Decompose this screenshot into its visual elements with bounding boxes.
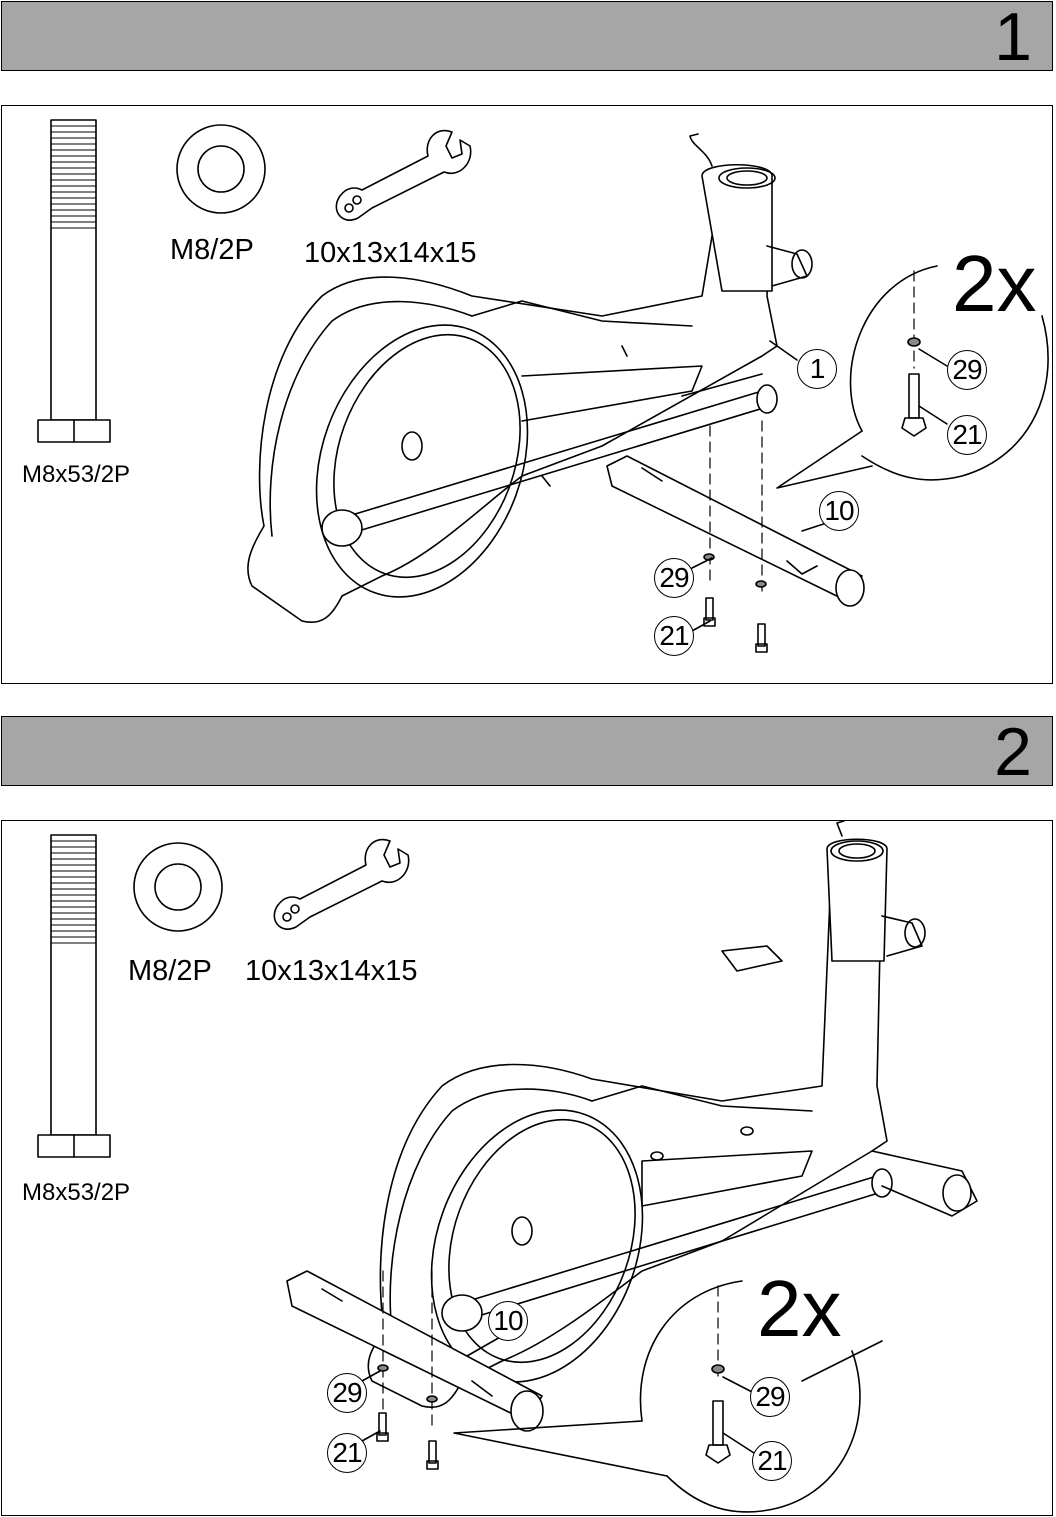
detail-bubble bbox=[776, 265, 1049, 489]
step-2-number: 2 bbox=[994, 714, 1032, 790]
detail-bubble bbox=[453, 1280, 861, 1513]
bolt-label: M8x53/2P bbox=[22, 1179, 131, 1206]
step-1-panel: M8x53/2P M8/2P 10x13x14x15 2x 1 10 29 21… bbox=[1, 105, 1053, 684]
multiplier-label: 2x bbox=[952, 239, 1037, 328]
bolt-icon bbox=[37, 119, 111, 443]
callout-detail-bolt: 21 bbox=[947, 415, 987, 455]
callout-frame: 1 bbox=[797, 349, 837, 389]
stabilizer-icon bbox=[286, 1270, 544, 1470]
callout-detail-bolt: 21 bbox=[752, 1441, 792, 1481]
callout-bolt: 21 bbox=[327, 1433, 367, 1473]
wrench-label: 10x13x14x15 bbox=[245, 955, 418, 987]
wrench-icon bbox=[273, 838, 410, 930]
stabilizer-icon bbox=[606, 420, 865, 653]
step-2-illustration bbox=[37, 820, 978, 1513]
washer-icon bbox=[176, 124, 266, 214]
callout-bolt: 21 bbox=[654, 616, 694, 656]
callout-stabilizer: 10 bbox=[819, 491, 859, 531]
step-1-number: 1 bbox=[994, 0, 1032, 75]
callout-washer: 29 bbox=[654, 558, 694, 598]
bolt-icon bbox=[37, 834, 111, 1158]
callout-detail-washer: 29 bbox=[947, 350, 987, 390]
washer-label: M8/2P bbox=[170, 234, 254, 266]
elliptical-frame-icon bbox=[367, 820, 978, 1408]
wrench-label: 10x13x14x15 bbox=[304, 237, 477, 269]
wrench-icon bbox=[335, 129, 472, 221]
washer-label: M8/2P bbox=[128, 955, 212, 987]
elliptical-frame-icon bbox=[247, 133, 813, 623]
callout-washer: 29 bbox=[327, 1373, 367, 1413]
step-2-panel: M8x53/2P M8/2P 10x13x14x15 2x 10 29 21 2… bbox=[1, 820, 1053, 1516]
step-1-illustration bbox=[37, 119, 1049, 653]
multiplier-label: 2x bbox=[757, 1264, 842, 1353]
step-2-header: 2 bbox=[1, 714, 1053, 790]
callout-stabilizer: 10 bbox=[488, 1301, 528, 1341]
washer-icon bbox=[133, 842, 223, 932]
step-1-header: 1 bbox=[1, 0, 1053, 75]
callout-detail-washer: 29 bbox=[750, 1377, 790, 1417]
bolt-label: M8x53/2P bbox=[22, 461, 131, 488]
